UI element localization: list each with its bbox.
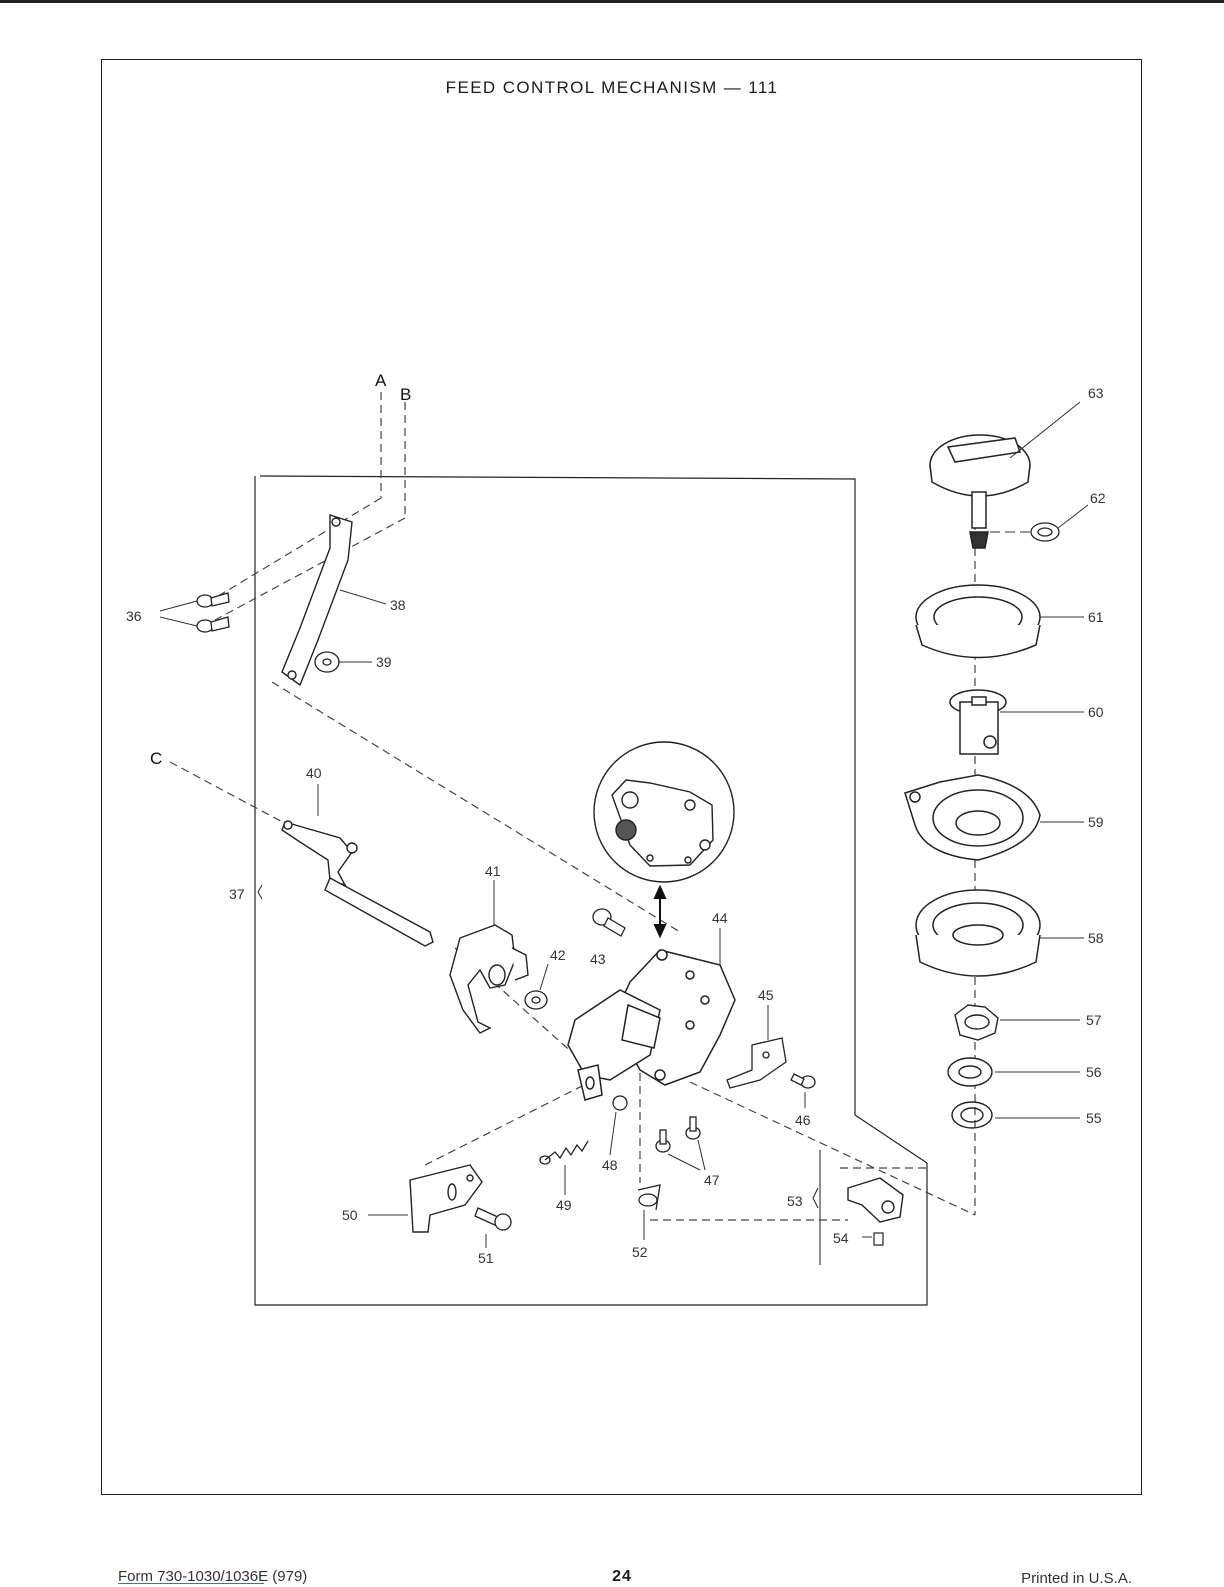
- part-40-crank-shaft: [282, 821, 433, 946]
- callout-45: 45: [758, 987, 774, 1003]
- part-47-screws: [656, 1117, 700, 1152]
- callout-55: 55: [1086, 1110, 1102, 1126]
- callout-36: 36: [126, 608, 142, 624]
- part-36-screws: [197, 593, 229, 632]
- callout-37: 37: [229, 886, 245, 902]
- callout-40: 40: [306, 765, 322, 781]
- footer-printed-in: Printed in U.S.A.: [1021, 1570, 1132, 1587]
- callout-53: 53: [787, 1193, 803, 1209]
- part-60-shaft: [950, 690, 1006, 754]
- part-62-clip: [1031, 523, 1059, 541]
- part-61-ring: [916, 585, 1040, 658]
- callout-63: 63: [1088, 385, 1104, 401]
- part-54-screw: [874, 1233, 883, 1245]
- callout-54: 54: [833, 1230, 849, 1246]
- callout-50: 50: [342, 1207, 358, 1223]
- callout-56: 56: [1086, 1064, 1102, 1080]
- detail-arrow: [655, 887, 665, 936]
- part-46-screw: [791, 1074, 815, 1088]
- part-45-bracket: [727, 1038, 786, 1088]
- callout-58: 58: [1088, 930, 1104, 946]
- part-42-bushing: [525, 991, 547, 1009]
- part-48-nut: [613, 1096, 627, 1110]
- callout-A: A: [375, 371, 387, 390]
- part-39-ring: [315, 652, 339, 672]
- callout-59: 59: [1088, 814, 1104, 830]
- callout-44: 44: [712, 910, 728, 926]
- callout-B: B: [400, 385, 411, 404]
- part-51-screw: [475, 1208, 511, 1230]
- part-53-block: [848, 1178, 903, 1222]
- callout-57: 57: [1086, 1012, 1102, 1028]
- part-58-cam: [916, 890, 1040, 976]
- detail-inset: [594, 742, 734, 882]
- part-49-spring: [540, 1141, 588, 1164]
- callout-51: 51: [478, 1250, 494, 1266]
- part-63-knob: [930, 435, 1030, 548]
- part-57-star-washer: [955, 1005, 998, 1040]
- brace-53: [813, 1188, 818, 1208]
- callout-60: 60: [1088, 704, 1104, 720]
- assembly-guide-lines: [170, 392, 975, 1220]
- part-50-bracket: [410, 1165, 482, 1232]
- part-59-cam: [905, 775, 1040, 860]
- callout-52: 52: [632, 1244, 648, 1260]
- callout-43: 43: [590, 951, 606, 967]
- part-52-spring-clip: [638, 1185, 660, 1210]
- part-56-washer: [948, 1058, 992, 1086]
- part-41-arm: [450, 925, 528, 1033]
- callout-38: 38: [390, 597, 406, 613]
- callout-61: 61: [1088, 609, 1104, 625]
- callout-48: 48: [602, 1157, 618, 1173]
- part-44-plate-assembly: [568, 950, 735, 1100]
- callout-42: 42: [550, 947, 566, 963]
- callout-62: 62: [1090, 490, 1106, 506]
- callout-39: 39: [376, 654, 392, 670]
- callout-47: 47: [704, 1172, 720, 1188]
- callout-46: 46: [795, 1112, 811, 1128]
- callout-C: C: [150, 749, 162, 768]
- part-43-screw: [593, 909, 625, 936]
- part-55-clip: [952, 1102, 992, 1128]
- brace-37: [258, 885, 262, 899]
- inner-assembly-box: [255, 476, 927, 1305]
- callout-49: 49: [556, 1197, 572, 1213]
- callout-41: 41: [485, 863, 501, 879]
